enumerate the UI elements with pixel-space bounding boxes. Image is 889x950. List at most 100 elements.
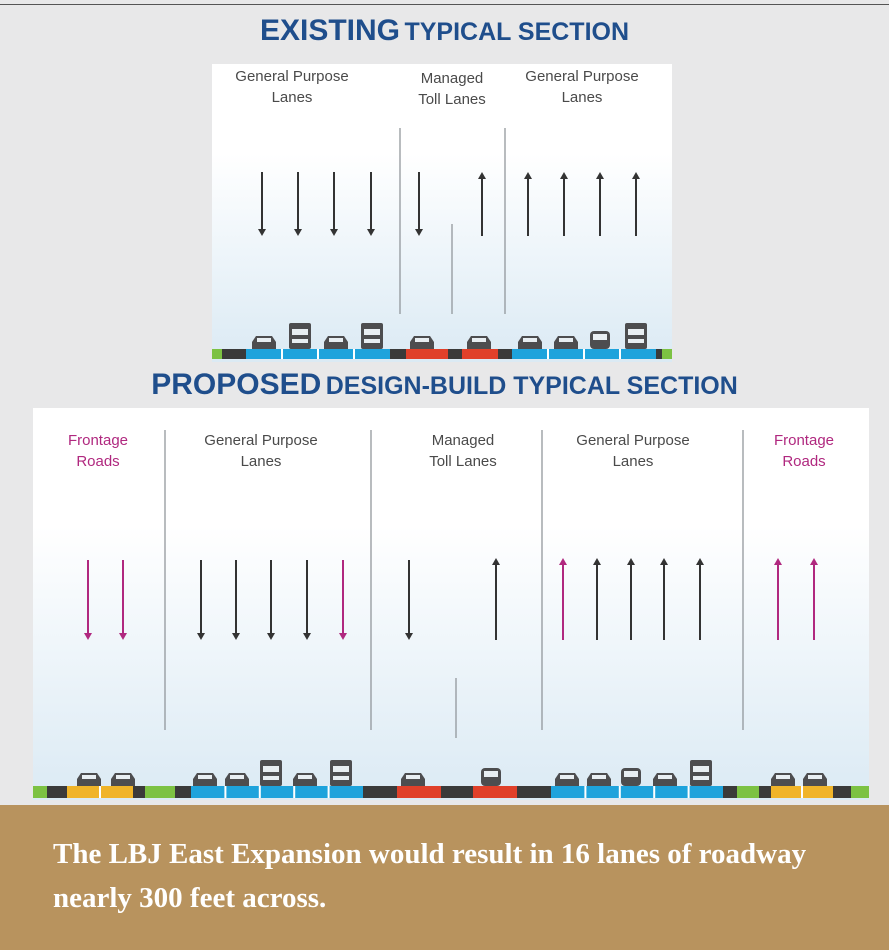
up-arrow-icon (524, 172, 532, 236)
road-segment (33, 786, 47, 798)
lane-stripe (99, 786, 101, 798)
up-arrow-icon (660, 558, 668, 640)
road-segment (656, 349, 662, 359)
lane-stripe (353, 349, 355, 359)
up-arrow-icon (696, 558, 704, 640)
road-segment (851, 786, 869, 798)
truck-icon (289, 323, 311, 349)
lane-stripe (653, 786, 656, 798)
road-segment (551, 786, 723, 798)
car-icon (518, 336, 542, 349)
van-icon (590, 331, 610, 349)
road-segment (473, 786, 517, 798)
down-arrow-icon (197, 560, 205, 640)
lane-stripe (224, 786, 227, 798)
existing-title-rest: TYPICAL SECTION (404, 18, 630, 46)
lane-stripe (687, 786, 690, 798)
lane-stripe (281, 349, 283, 359)
road-segment (833, 786, 851, 798)
road-segment (498, 349, 512, 359)
car-icon (555, 773, 579, 786)
road-segment (406, 349, 448, 359)
car-icon (77, 773, 101, 786)
car-icon (193, 773, 217, 786)
road-segment (212, 349, 222, 359)
road-segment (723, 786, 737, 798)
van-icon (621, 768, 641, 786)
proposed-title-bold: PROPOSED (151, 368, 322, 401)
up-arrow-icon (478, 172, 486, 236)
road-segment (222, 349, 246, 359)
up-arrow-icon (593, 558, 601, 640)
proposed-cross-section (33, 430, 869, 798)
road-segment (363, 786, 397, 798)
up-arrow-icon (559, 558, 567, 640)
road-segment (390, 349, 406, 359)
down-arrow-icon (84, 560, 92, 640)
car-icon (401, 773, 425, 786)
down-arrow-icon (294, 172, 302, 236)
road-segment (145, 786, 175, 798)
car-icon (467, 336, 491, 349)
lane-stripe (317, 349, 319, 359)
road-segment (441, 786, 473, 798)
down-arrow-icon (303, 560, 311, 640)
down-arrow-icon (258, 172, 266, 236)
road-segment (397, 786, 441, 798)
down-arrow-icon (330, 172, 338, 236)
road-segment (133, 786, 145, 798)
truck-icon (260, 760, 282, 786)
road-segment (462, 349, 498, 359)
lane-stripe (327, 786, 330, 798)
lane-stripe (801, 786, 803, 798)
lane-stripe (584, 786, 587, 798)
top-rule (0, 4, 889, 5)
caption-text: The LBJ East Expansion would result in 1… (53, 838, 807, 914)
car-icon (252, 336, 276, 349)
lane-stripe (583, 349, 585, 359)
existing-title-bold: EXISTING (259, 14, 400, 47)
car-icon (225, 773, 249, 786)
down-arrow-icon (367, 172, 375, 236)
lane-stripe (618, 786, 621, 798)
road-segment (47, 786, 67, 798)
up-arrow-icon (560, 172, 568, 236)
truck-icon (361, 323, 383, 349)
car-icon (293, 773, 317, 786)
up-arrow-icon (492, 558, 500, 640)
existing-cross-section (212, 128, 672, 359)
road-segment (191, 786, 363, 798)
truck-icon (330, 760, 352, 786)
road-segment (175, 786, 191, 798)
down-arrow-icon (339, 560, 347, 640)
down-arrow-icon (405, 560, 413, 640)
down-arrow-icon (119, 560, 127, 640)
up-arrow-icon (596, 172, 604, 236)
lane-stripe (293, 786, 296, 798)
down-arrow-icon (232, 560, 240, 640)
car-icon (587, 773, 611, 786)
lane-stripe (619, 349, 621, 359)
down-arrow-icon (415, 172, 423, 236)
car-icon (410, 336, 434, 349)
caption-box: The LBJ East Expansion would result in 1… (0, 805, 889, 950)
car-icon (771, 773, 795, 786)
up-arrow-icon (774, 558, 782, 640)
truck-icon (625, 323, 647, 349)
truck-icon (690, 760, 712, 786)
car-icon (111, 773, 135, 786)
car-icon (653, 773, 677, 786)
road-segment (517, 786, 551, 798)
car-icon (554, 336, 578, 349)
up-arrow-icon (632, 172, 640, 236)
